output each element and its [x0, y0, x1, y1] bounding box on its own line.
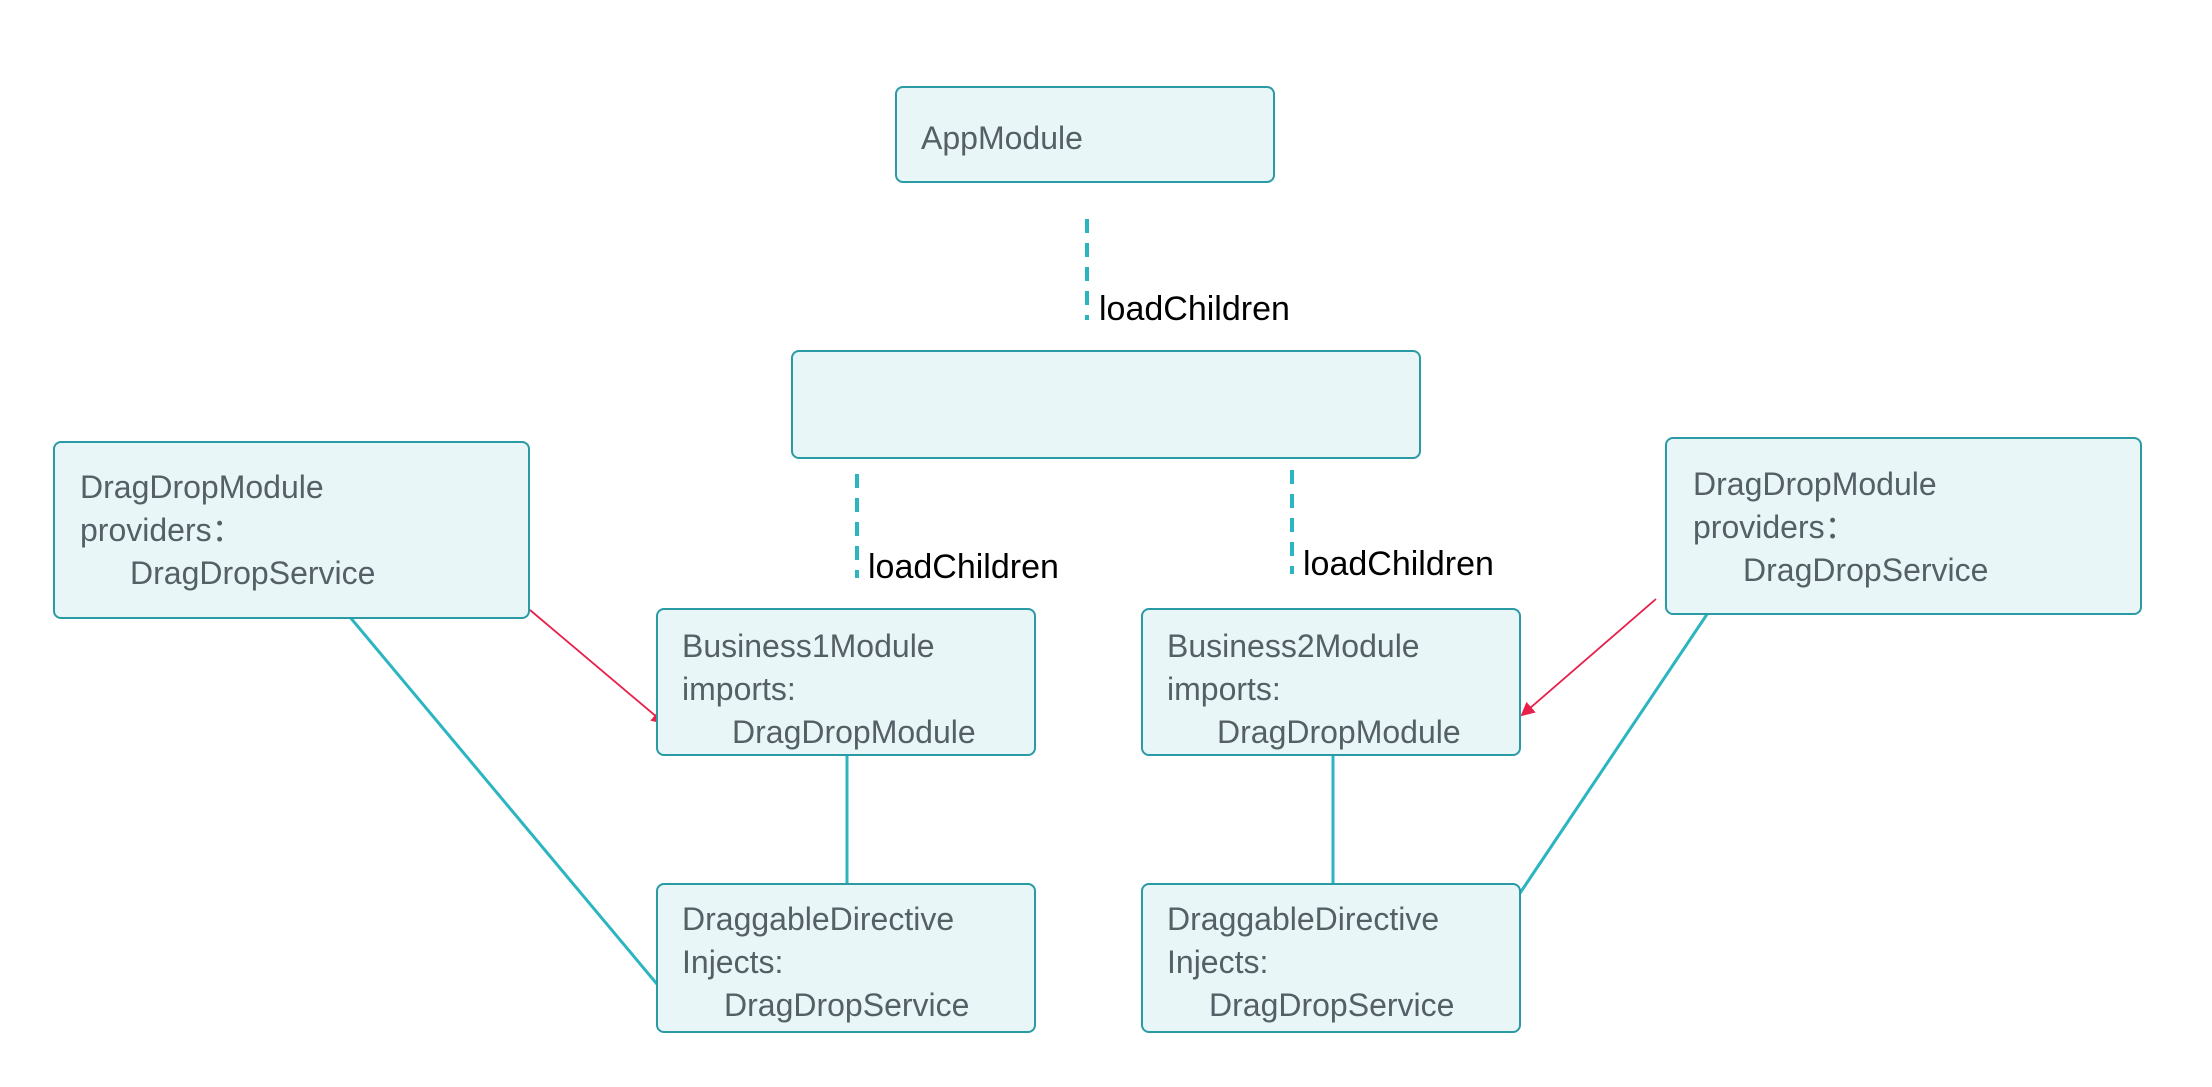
dragdrop-left-item: DragDropService: [130, 555, 376, 591]
edge-dragdrop-left-to-business1: [529, 609, 666, 725]
app-module-title: AppModule: [921, 120, 1083, 156]
edge-label-lazy-to-business1: loadChildren: [868, 548, 1059, 586]
business2-module-node: Business2Module imports: DragDropModule: [1141, 608, 1521, 756]
dragdrop-left-section: providers：: [80, 512, 244, 548]
dragdrop-module-left-node: DragDropModule providers： DragDropServic…: [53, 441, 530, 619]
lazy-module-node: [791, 350, 1421, 459]
dragdrop-right-title: DragDropModule: [1693, 466, 1937, 502]
directive1-item: DragDropService: [724, 987, 970, 1023]
edge-directive1-to-dragdrop-left: [332, 596, 674, 1003]
directive2-section: Injects:: [1167, 944, 1269, 980]
dragdrop-left-title: DragDropModule: [80, 469, 324, 505]
directive1-section: Injects:: [682, 944, 784, 980]
directive2-node: DraggableDirective Injects: DragDropServ…: [1141, 883, 1521, 1033]
directive1-node: DraggableDirective Injects: DragDropServ…: [656, 883, 1036, 1033]
directive2-title: DraggableDirective: [1167, 901, 1440, 937]
directive1-title: DraggableDirective: [682, 901, 955, 937]
edge-label-lazy-to-business2: loadChildren: [1303, 545, 1494, 583]
app-module-node: AppModule: [895, 86, 1275, 183]
directive2-item: DragDropService: [1209, 987, 1455, 1023]
business2-title: Business2Module: [1167, 628, 1420, 664]
business1-title: Business1Module: [682, 628, 935, 664]
dragdrop-module-right-node: DragDropModule providers： DragDropServic…: [1665, 437, 2142, 615]
edge-dragdrop-right-to-business2: [1520, 598, 1657, 717]
business2-section: imports:: [1167, 671, 1281, 707]
business1-item: DragDropModule: [732, 714, 976, 750]
business1-module-node: Business1Module imports: DragDropModule: [656, 608, 1036, 756]
dragdrop-right-section: providers：: [1693, 509, 1857, 545]
edge-label-app-to-lazy: loadChildren: [1099, 290, 1290, 328]
dragdrop-right-item: DragDropService: [1743, 552, 1989, 588]
business2-item: DragDropModule: [1217, 714, 1461, 750]
business1-section: imports:: [682, 671, 796, 707]
